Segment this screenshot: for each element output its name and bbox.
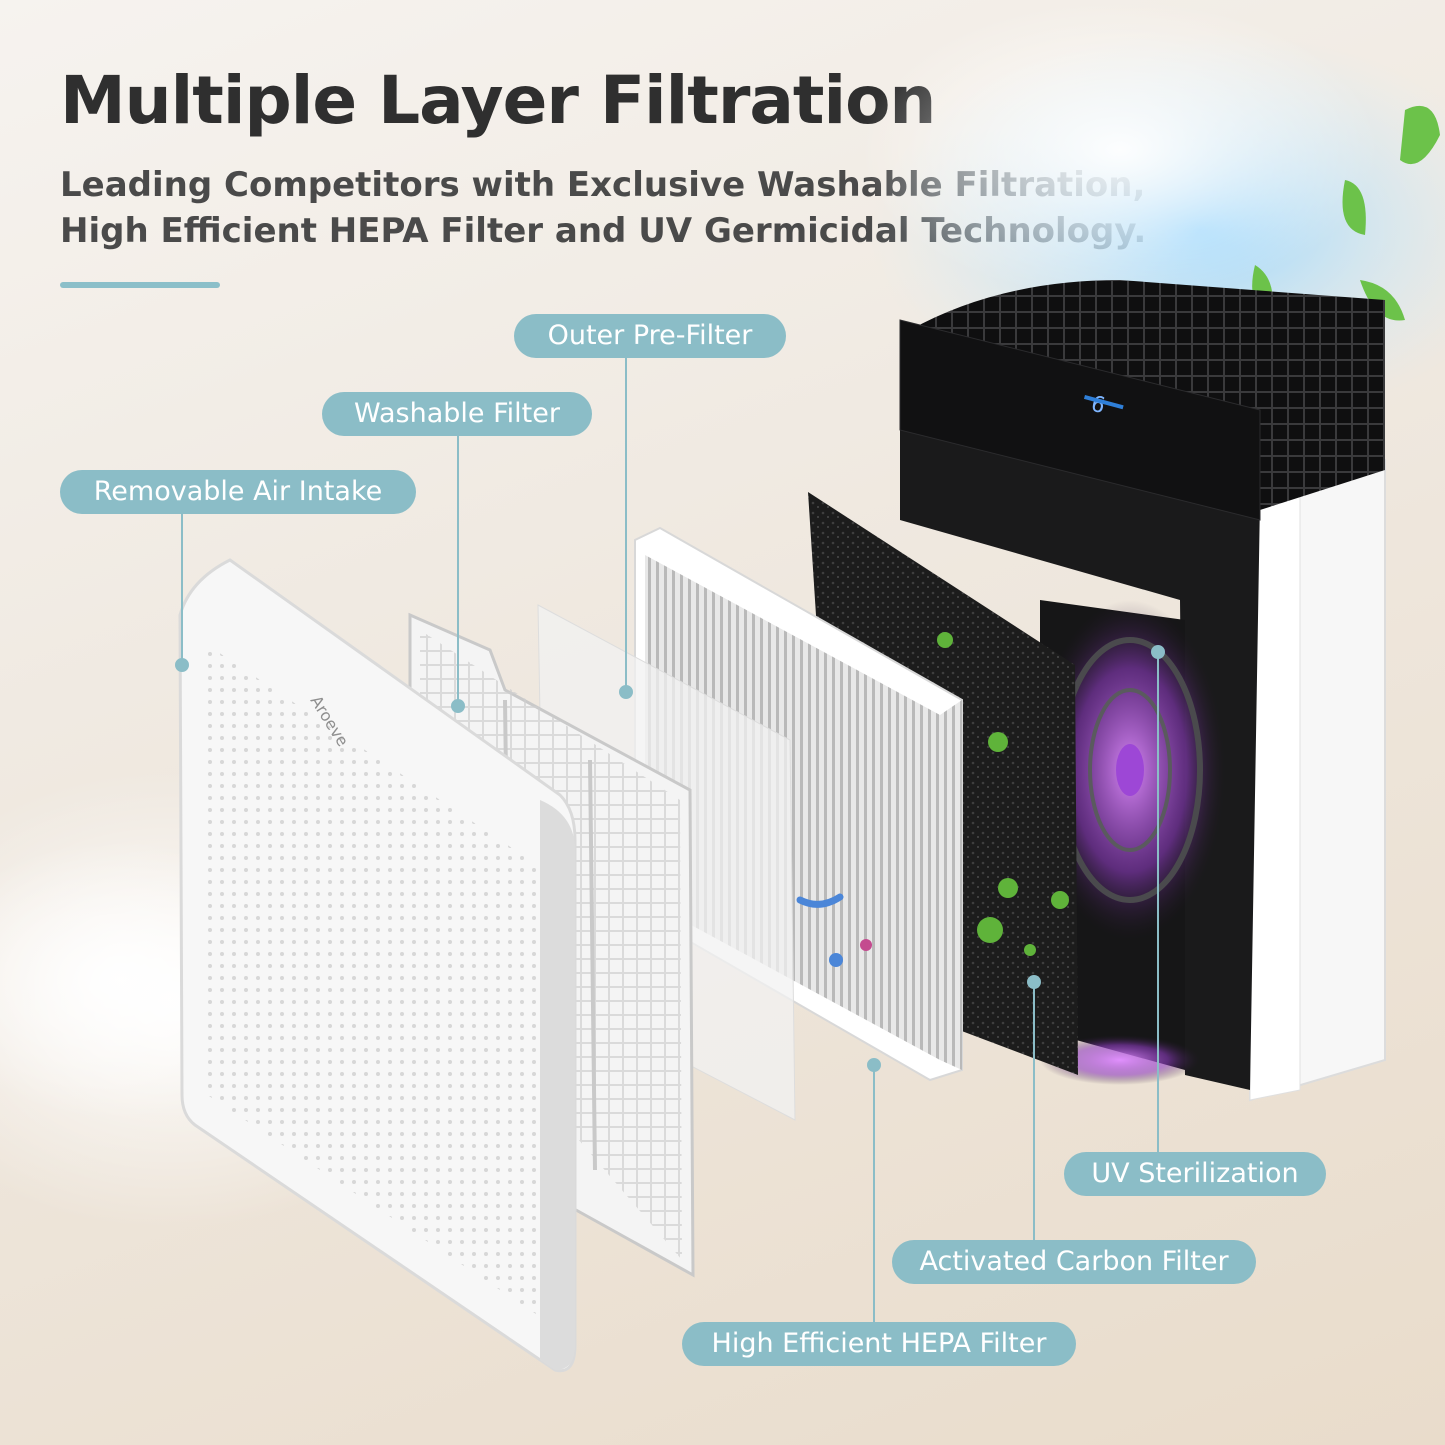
dust-particle-icon <box>796 893 872 967</box>
removable-air-intake-cover: Aroeve <box>178 558 577 1373</box>
leader-lines <box>175 358 1165 1322</box>
leaf-icon <box>1252 105 1440 325</box>
label-washable-filter: Washable Filter <box>322 392 592 436</box>
label-outer-prefilter: Outer Pre-Filter <box>514 314 786 358</box>
title-underline <box>60 282 220 288</box>
label-removable-air-intake: Removable Air Intake <box>60 470 416 514</box>
page-title: Multiple Layer Filtration <box>60 62 936 139</box>
purifier-body: 6 <box>899 280 1386 1102</box>
label-activated-carbon-filter: Activated Carbon Filter <box>892 1240 1256 1284</box>
label-uv-sterilization: UV Sterilization <box>1064 1152 1326 1196</box>
label-hepa-filter: High Efficient HEPA Filter <box>682 1322 1076 1366</box>
germ-icon <box>937 632 1069 956</box>
